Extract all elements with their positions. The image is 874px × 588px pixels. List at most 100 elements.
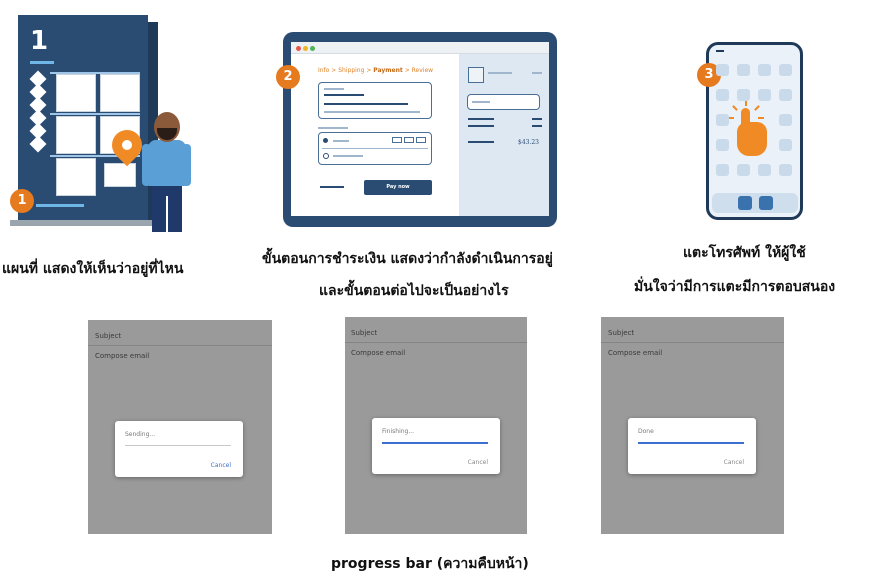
breadcrumb-separator: > — [366, 67, 372, 74]
phone-speaker — [716, 50, 724, 52]
phone-app-icon[interactable] — [716, 89, 729, 101]
summary-line — [532, 72, 542, 74]
tap-ray — [745, 100, 747, 106]
phone-app-icon[interactable] — [758, 89, 771, 101]
compose-email-field[interactable]: Compose email — [351, 349, 406, 357]
person-leg-gap — [166, 196, 168, 232]
progress-fill — [638, 441, 744, 444]
caption-tap-line2: มั่นใจว่ามีการแตะมีการตอบสนอง — [634, 279, 836, 295]
summary-total-price: $43.23 — [518, 139, 539, 146]
phone-app-icon[interactable] — [737, 64, 750, 76]
compose-email-field[interactable]: Compose email — [608, 349, 663, 357]
phone-app-icon[interactable] — [716, 164, 729, 176]
radio-selected-icon[interactable] — [323, 138, 328, 143]
dialog-status: Done — [638, 428, 654, 435]
phone-app-icon[interactable] — [779, 139, 792, 151]
checkout-breadcrumb: Info > Shipping > Payment > Review — [318, 67, 433, 74]
window-minimize-icon — [303, 46, 308, 51]
caption-map: แผนที่ แสดงให้เห็นว่าอยู่ที่ไหน — [2, 261, 184, 277]
phone-app-icon[interactable] — [737, 89, 750, 101]
map-board-side — [148, 22, 158, 223]
caption-checkout-line1: ขั้นตอนการชำระเงิน แสดงว่ากำลังดำเนินการ… — [262, 251, 553, 267]
summary-shipping-value — [532, 125, 542, 127]
cancel-button[interactable]: Cancel — [467, 459, 488, 466]
phone-app-icon[interactable] — [779, 164, 792, 176]
dialog-status: Finishing... — [382, 428, 415, 435]
map-bottom-line — [36, 204, 84, 207]
phone-app-icon[interactable] — [758, 164, 771, 176]
breadcrumb-payment[interactable]: Payment — [373, 67, 403, 74]
caption-checkout-line2: และขั้นตอนต่อไปจะเป็นอย่างไร — [319, 283, 509, 299]
product-thumbnail — [468, 67, 484, 83]
person-beard — [157, 128, 177, 140]
map-board-base — [10, 220, 160, 226]
phone-app-icon[interactable] — [758, 64, 771, 76]
tapping-finger-icon — [741, 108, 750, 128]
location-pin-dot — [122, 140, 132, 150]
summary-shipping-line — [468, 125, 494, 127]
dock-app-icon[interactable] — [738, 196, 752, 210]
phone-app-icon[interactable] — [716, 139, 729, 151]
address-line — [324, 94, 364, 96]
summary-subtotal-value — [532, 118, 542, 120]
window-close-icon — [296, 46, 301, 51]
breadcrumb-info[interactable]: Info — [318, 67, 330, 74]
phone-app-icon[interactable] — [779, 114, 792, 126]
map-board-underline — [30, 61, 54, 64]
tapping-hand-icon — [737, 122, 767, 156]
cancel-button[interactable]: Cancel — [723, 459, 744, 466]
person-torso — [148, 140, 186, 186]
finishing-dialog: Finishing... Cancel — [372, 418, 500, 474]
breadcrumb-review[interactable]: Review — [411, 67, 434, 74]
cancel-button[interactable]: Cancel — [210, 462, 231, 469]
email-mockup-sending: Subject Compose email Sending... Cancel — [88, 320, 272, 534]
map-room — [104, 163, 136, 187]
person-arm-left — [142, 144, 151, 186]
discount-code-field[interactable] — [467, 94, 540, 110]
phone-dock — [712, 193, 798, 213]
phone-app-icon[interactable] — [779, 64, 792, 76]
subject-field[interactable]: Subject — [608, 329, 635, 337]
card-expiry-field[interactable] — [404, 137, 414, 143]
phone-app-icon[interactable] — [737, 164, 750, 176]
tap-ray — [758, 117, 764, 119]
map-room — [56, 116, 96, 154]
summary-line — [488, 72, 512, 74]
back-link-line[interactable] — [320, 186, 344, 188]
compose-email-field[interactable]: Compose email — [95, 352, 150, 360]
card-cvc-field[interactable] — [416, 137, 426, 143]
pay-now-button[interactable]: Pay now — [364, 180, 432, 195]
card-line — [333, 155, 363, 157]
phone-app-icon[interactable] — [716, 114, 729, 126]
summary-total-line — [468, 141, 494, 143]
subject-field[interactable]: Subject — [351, 329, 378, 337]
card-number-field[interactable] — [392, 137, 402, 143]
email-mockup-done: Subject Compose email Done Cancel — [601, 317, 784, 534]
field-divider — [88, 345, 272, 346]
summary-subtotal-line — [468, 118, 494, 120]
radio-unselected-icon[interactable] — [323, 153, 329, 159]
map-line — [50, 155, 140, 157]
map-line — [50, 72, 140, 74]
card-divider — [322, 148, 428, 149]
done-dialog: Done Cancel — [628, 418, 756, 474]
breadcrumb-shipping[interactable]: Shipping — [338, 67, 365, 74]
map-room — [56, 158, 96, 196]
map-board-number: 1 — [30, 26, 49, 56]
phone-app-icon[interactable] — [716, 64, 729, 76]
breadcrumb-separator: > — [404, 67, 410, 74]
progress-track — [125, 445, 231, 446]
field-divider — [601, 342, 784, 343]
checkout-step-badge: 2 — [276, 65, 300, 89]
address-line — [324, 111, 420, 113]
address-line — [324, 103, 408, 105]
breadcrumb-separator: > — [331, 67, 337, 74]
map-room — [56, 74, 96, 112]
address-line — [324, 88, 344, 90]
field-divider — [345, 342, 527, 343]
payment-heading-line — [318, 127, 348, 129]
caption-progress-bar: progress bar (ความคืบหน้า) — [331, 556, 529, 572]
dock-app-icon[interactable] — [759, 196, 773, 210]
subject-field[interactable]: Subject — [95, 332, 122, 340]
phone-app-icon[interactable] — [779, 89, 792, 101]
